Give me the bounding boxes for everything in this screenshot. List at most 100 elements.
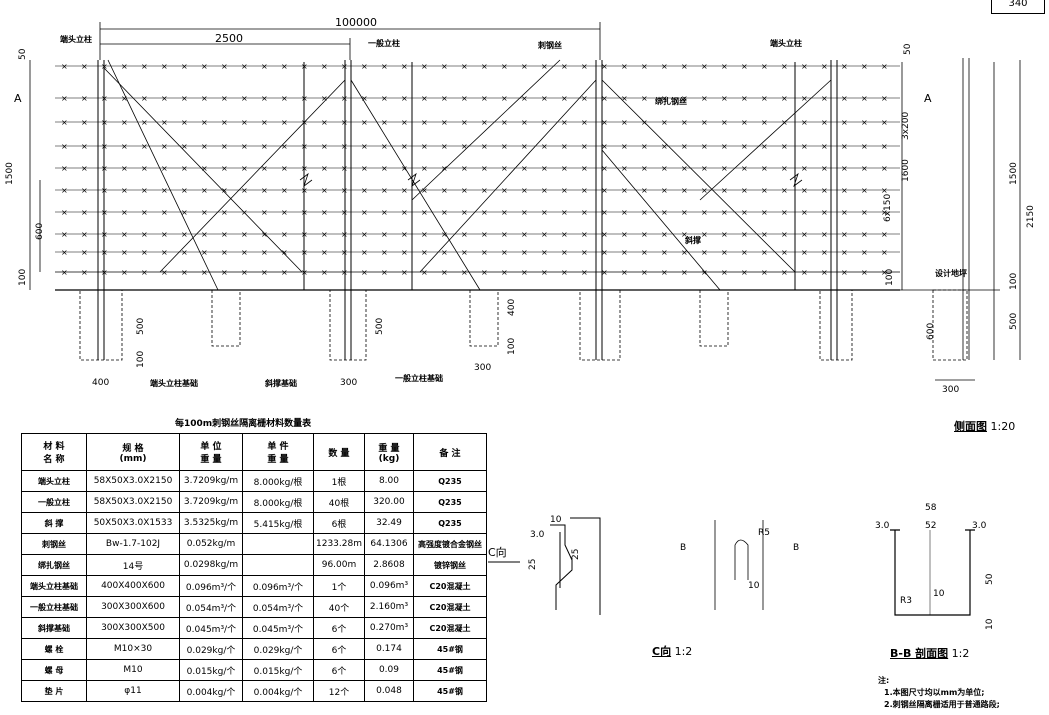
barb-mark: ×: [61, 208, 68, 217]
side-dim-100b: 100: [1009, 273, 1019, 290]
barb-mark: ×: [201, 164, 208, 173]
barb-mark: ×: [761, 230, 768, 239]
barb-mark: ×: [241, 94, 248, 103]
barb-mark: ×: [521, 142, 528, 151]
barb-mark: ×: [781, 248, 788, 257]
barb-mark: ×: [161, 208, 168, 217]
barb-mark: ×: [81, 186, 88, 195]
barb-mark: ×: [661, 62, 668, 71]
table-cell: 刺钢丝: [21, 533, 87, 555]
barb-mark: ×: [261, 268, 268, 277]
barb-mark: ×: [261, 208, 268, 217]
barb-mark: ×: [401, 62, 408, 71]
barb-mark: ×: [201, 208, 208, 217]
barb-mark: ×: [581, 164, 588, 173]
barb-mark: ×: [561, 248, 568, 257]
barb-mark: ×: [121, 142, 128, 151]
barb-mark: ×: [81, 94, 88, 103]
table-cell: Q235: [412, 470, 487, 492]
dim-left-50: 50: [18, 48, 28, 60]
barb-mark: ×: [821, 268, 828, 277]
barb-mark: ×: [161, 186, 168, 195]
barb-mark: ×: [881, 94, 888, 103]
barb-mark: ×: [361, 248, 368, 257]
barb-mark: ×: [841, 62, 848, 71]
barb-mark: ×: [381, 248, 388, 257]
barb-mark: ×: [341, 186, 348, 195]
barb-mark: ×: [501, 94, 508, 103]
barb-mark: ×: [801, 208, 808, 217]
c-dim-10: 10: [550, 515, 562, 525]
note-2: 2.刺钢丝隔离栅适用于普通路段;: [884, 700, 1000, 709]
table-cell: 0.045m³/个: [179, 617, 243, 639]
barb-mark: ×: [821, 164, 828, 173]
table-cell: 45#钢: [412, 638, 487, 660]
barb-mark: ×: [221, 248, 228, 257]
barb-mark: ×: [201, 118, 208, 127]
barb-mark: ×: [241, 208, 248, 217]
barb-mark: ×: [821, 142, 828, 151]
barb-mark: ×: [381, 268, 388, 277]
side-dim-3x200: 3x200: [901, 111, 911, 140]
barb-mark: ×: [401, 164, 408, 173]
barb-mark: ×: [661, 186, 668, 195]
barb-mark: ×: [321, 62, 328, 71]
side-view-scale: 1:20: [990, 420, 1016, 433]
table-cell: 螺 栓: [21, 638, 87, 660]
barb-mark: ×: [141, 268, 148, 277]
barbed-wires: [55, 65, 900, 253]
section-mark-left: A: [14, 92, 22, 105]
table-cell: 0.270m³: [363, 617, 414, 639]
barb-mark: ×: [881, 186, 888, 195]
barb-mark: ×: [741, 164, 748, 173]
barb-mark: ×: [661, 248, 668, 257]
barb-mark: ×: [881, 268, 888, 277]
barb-mark: ×: [621, 208, 628, 217]
barb-mark: ×: [321, 186, 328, 195]
table-cell: 0.004kg/个: [242, 680, 314, 702]
barb-mark: ×: [741, 118, 748, 127]
table-cell: 40根: [313, 491, 365, 513]
barb-mark: ×: [341, 62, 348, 71]
barb-mark: ×: [701, 186, 708, 195]
barb-mark: ×: [641, 230, 648, 239]
barb-mark: ×: [121, 62, 128, 71]
table-cell: 6个: [313, 659, 365, 681]
table-cell: 8.000kg/根: [242, 491, 314, 513]
dim-found-400b: 400: [507, 299, 517, 316]
table-cell: 0.174: [363, 638, 414, 660]
barb-mark: ×: [281, 248, 288, 257]
barb-mark: ×: [301, 186, 308, 195]
barb-mark: ×: [261, 94, 268, 103]
section-mark-right: A: [924, 92, 932, 105]
barb-mark: ×: [581, 118, 588, 127]
barb-mark: ×: [381, 118, 388, 127]
barb-mark: ×: [401, 208, 408, 217]
barb-mark: ×: [341, 230, 348, 239]
barb-mark: ×: [501, 248, 508, 257]
barb-mark: ×: [541, 62, 548, 71]
barb-mark: ×: [621, 94, 628, 103]
barb-mark: ×: [701, 94, 708, 103]
barb-mark: ×: [761, 268, 768, 277]
barb-mark: ×: [701, 164, 708, 173]
table-cell: 6个: [313, 638, 365, 660]
barb-mark: ×: [861, 94, 868, 103]
barb-mark: ×: [381, 164, 388, 173]
barb-mark: ×: [61, 164, 68, 173]
barb-mark: ×: [321, 248, 328, 257]
table-cell: 1根: [313, 470, 365, 492]
barb-mark: ×: [161, 62, 168, 71]
barb-mark: ×: [341, 164, 348, 173]
barb-mark: ×: [581, 248, 588, 257]
barb-mark: ×: [61, 230, 68, 239]
barb-mark: ×: [461, 164, 468, 173]
barb-mark: ×: [801, 94, 808, 103]
barb-mark: ×: [281, 186, 288, 195]
barb-mark: ×: [121, 268, 128, 277]
barb-mark: ×: [281, 164, 288, 173]
barb-mark: ×: [641, 268, 648, 277]
barb-mark: ×: [121, 186, 128, 195]
